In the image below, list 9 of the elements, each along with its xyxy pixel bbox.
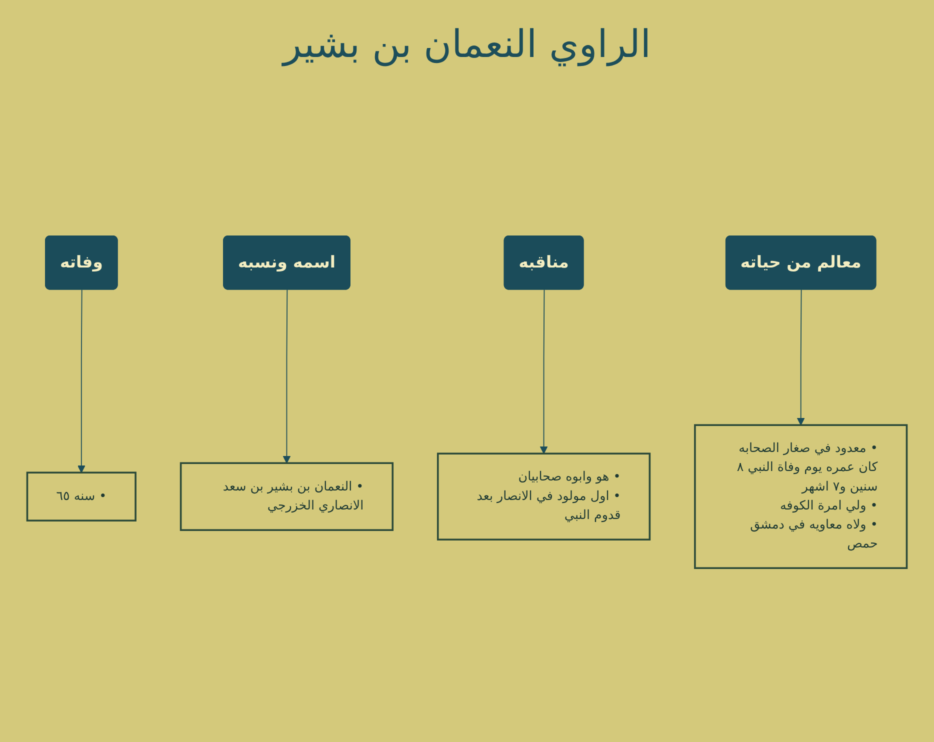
arrow <box>796 289 805 426</box>
node-box: • معدود في صغار الصحابه كان عمره يوم وفاة النبي ٨ سنين و٧ اشهر • ولي امرة الكوفه • ولاه معاويه في دمشق حمص <box>694 424 908 569</box>
node-box: • سنه ٦٥ <box>26 472 136 522</box>
arrow <box>77 289 86 473</box>
arrow <box>540 289 548 454</box>
diagram-title: الراوي النعمان بن بشير <box>283 21 651 68</box>
node-box: • هو وابوه صحابيان • اول مولود في الانصار بعد قدوم النبي <box>436 452 651 540</box>
node-box: • النعمان بن بشير بن سعد الانصاري الخزرجي <box>180 462 394 531</box>
arrow <box>282 289 291 464</box>
